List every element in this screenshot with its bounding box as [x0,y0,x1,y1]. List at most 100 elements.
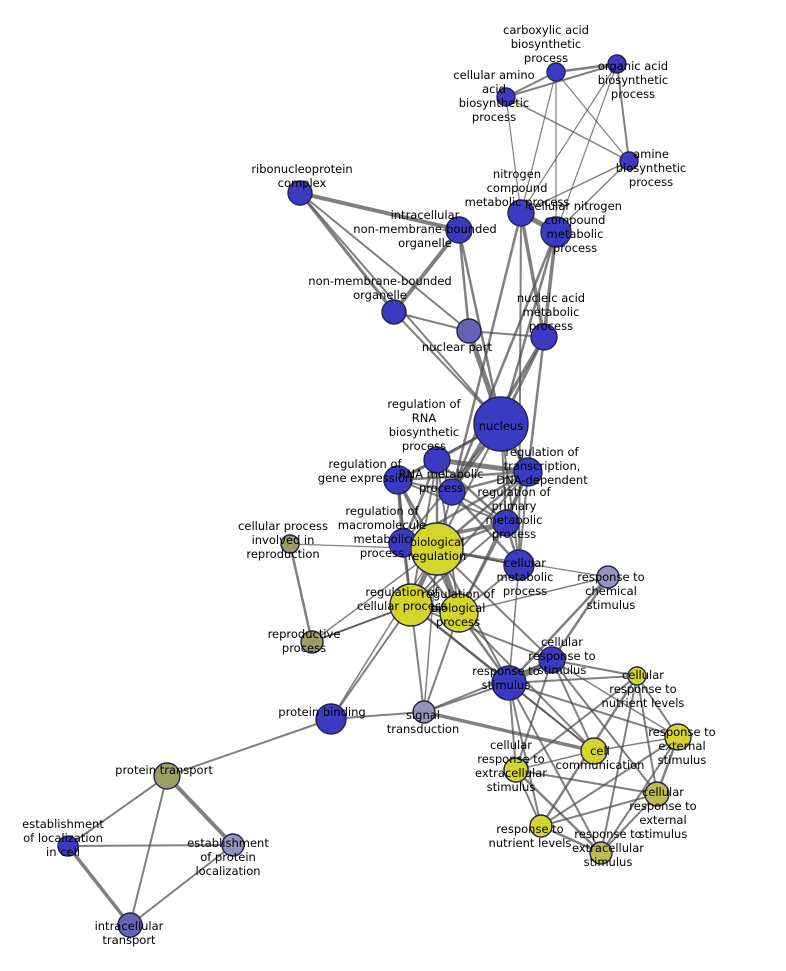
node-signal_transduction[interactable] [412,700,436,724]
nodes-layer [57,54,692,938]
edge-protein_binding--protein_transport [166,718,332,777]
edge-organic--amine [616,63,630,162]
edge-cell_resp_extracell--resp_extracell [514,768,603,855]
edge-protein_transport--est_protein_loc [165,774,235,847]
node-cellular_metabolic[interactable] [503,549,535,581]
node-reg_transcription[interactable] [513,457,543,487]
edge-reg_rna--reg_transcription [434,457,531,475]
edge-resp_external--resp_extracell [600,736,679,854]
node-ribo[interactable] [287,180,313,206]
node-intra_nmb[interactable] [445,216,473,244]
node-resp_extracell[interactable] [589,841,613,865]
node-protein_binding[interactable] [315,703,347,735]
edge-est_loc_cell--est_protein_loc [67,844,234,847]
node-nmb[interactable] [381,299,407,325]
node-resp_nutrient[interactable] [529,814,553,838]
node-repro_process[interactable] [300,630,324,654]
edge-protein_transport--est_loc_cell [67,775,168,847]
edge-resp_extracell--cell_resp_external [600,793,658,854]
edge-carboxylic--amine [555,71,630,162]
node-cellular_amino[interactable] [496,87,516,107]
edge-bio_reg--signal_transduction [423,548,438,713]
edge-cell_resp_stim--cell_comm [551,659,595,752]
edge-est_loc_cell--intracell_transport [66,844,132,927]
node-cell_proc_repro[interactable] [280,534,300,554]
edge-ribo--nmb [298,191,396,314]
edge-cell_resp_nutrient--cell_resp_extracell [515,675,638,771]
node-resp_stim[interactable] [491,665,527,701]
node-nucleus[interactable] [473,396,529,452]
edge-resp_stim--resp_chem [507,575,610,685]
edge-amine--cellular_nitrogen [555,160,630,233]
node-resp_chem[interactable] [596,565,620,589]
edge-organic--cellular_amino [505,63,618,98]
edge-carboxylic--nitrogen [520,71,557,214]
node-intracell_transport[interactable] [117,912,143,938]
edge-ribo--intra_nmb [298,191,461,232]
node-cell_comm[interactable] [580,737,608,765]
edge-resp_external--resp_nutrient [540,736,679,827]
node-resp_external[interactable] [664,723,692,751]
node-reg_biological[interactable] [439,593,479,633]
edge-resp_stim--cell_resp_nutrient [508,675,638,684]
edge-reg_rna--reg_primary [435,458,508,525]
edge-nmb--nuclear_part [393,311,470,332]
node-cell_resp_stim[interactable] [538,646,566,674]
edges-layer [66,62,680,927]
edge-reg_transcription--reg_cellular [410,471,529,606]
edge-cell_resp_stim--signal_transduction [423,659,553,713]
node-reg_cellular[interactable] [389,583,433,627]
node-nitrogen[interactable] [507,199,535,227]
node-bio_reg[interactable] [410,522,464,576]
edge-cellular_nitrogen--rna_metabolic [450,230,558,494]
node-nucleic[interactable] [530,323,558,351]
edge-intra_nmb--nmb [392,228,461,314]
node-amine[interactable] [619,151,639,171]
edge-nitrogen--cellular_metabolic [518,212,522,566]
edge-cellular_amino--amine [505,96,630,162]
edge-cell_resp_stim--cell_resp_nutrient [551,659,638,677]
node-cell_resp_external[interactable] [644,781,670,807]
node-cellular_nitrogen[interactable] [540,216,572,248]
edge-organic--nitrogen [520,63,618,214]
edge-intra_nmb--nuclear_part [457,228,471,333]
edge-resp_nutrient--cell_resp_external [540,793,658,827]
edge-ribo--nuclear_part [299,192,470,332]
node-protein_transport[interactable] [153,762,181,790]
edge-cellular_metabolic--resp_stim [508,564,520,684]
edge-cell_resp_nutrient--cell_resp_external [636,675,658,795]
edge-nucleic--reg_transcription [526,335,546,474]
edge-resp_external--cell_comm [593,736,679,752]
edge-reg_rna--reg_macro [401,458,439,545]
node-est_loc_cell[interactable] [57,835,79,857]
node-carboxylic[interactable] [546,62,566,82]
node-cell_resp_extracell[interactable] [503,757,529,783]
node-rna_metabolic[interactable] [438,478,466,506]
edge-cell_proc_repro--repro_process [288,542,314,644]
edge-reg_transcription--reg_gene [396,470,530,482]
node-organic[interactable] [607,54,627,74]
node-cell_resp_nutrient[interactable] [627,666,647,686]
node-reg_primary[interactable] [492,509,520,537]
node-reg_gene[interactable] [383,465,413,495]
node-est_protein_loc[interactable] [221,833,245,857]
node-nuclear_part[interactable] [456,318,482,344]
edge-amine--nitrogen [520,160,630,214]
node-reg_rna[interactable] [423,446,451,474]
edge-reg_cellular--cell_resp_stim [410,604,553,661]
edge-organic--cellular_nitrogen [555,63,618,233]
edge-bio_reg--protein_binding [330,548,438,720]
edge-cell_resp_extracell--cell_resp_external [515,769,658,795]
edge-resp_stim--cell_comm [508,682,595,752]
edge-protein_transport--intracell_transport [129,775,168,926]
edge-resp_stim--resp_extracell [508,682,602,854]
edge-carboxylic--organic [554,62,619,74]
